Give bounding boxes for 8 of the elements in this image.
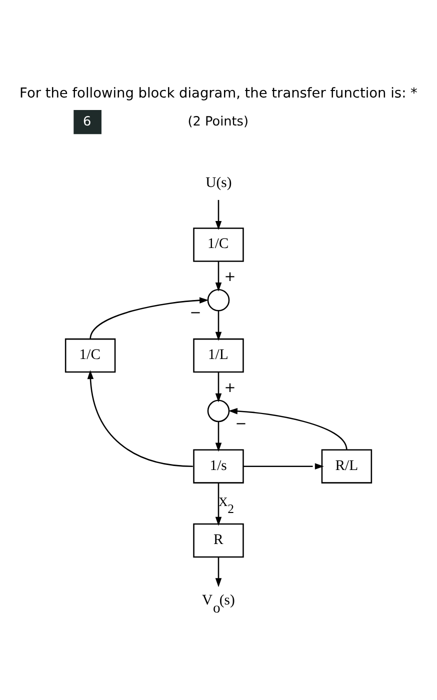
diagram-title: For the following block diagram, the transfer function is: *	[20, 84, 418, 101]
edge-label: −	[190, 304, 202, 320]
label: 6	[82, 114, 92, 129]
edge-label: +	[224, 268, 236, 285]
edge-label: +	[224, 379, 236, 396]
edge-label: −	[235, 415, 247, 432]
label: (2 Points)	[188, 114, 248, 129]
node-text: U(s)	[206, 174, 232, 190]
